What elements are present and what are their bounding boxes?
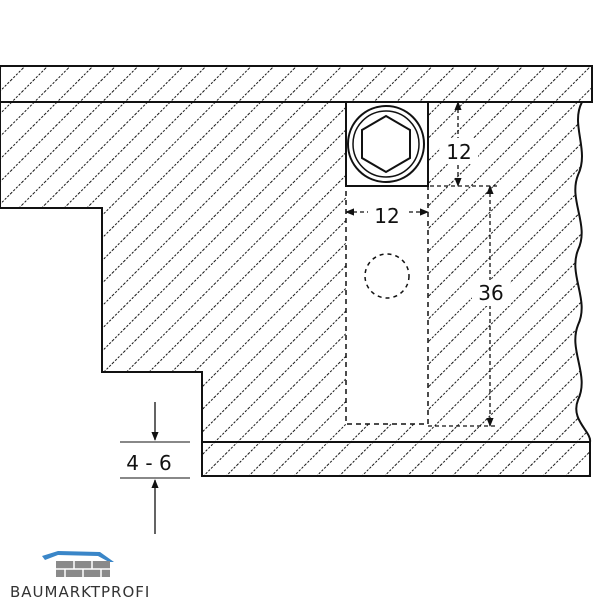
main-body (0, 101, 592, 443)
logo-text: BAUMARKTPROFI (10, 583, 150, 600)
dimension-bore-depth: 36 (428, 185, 510, 427)
dimension-bore-depth-label: 36 (478, 281, 503, 305)
top-board (0, 65, 593, 103)
dimension-bore-width: 12 (345, 202, 429, 228)
hex-socket-icon (361, 114, 411, 174)
logo-roof-icon (42, 551, 114, 562)
bottom-board (201, 441, 591, 477)
dimension-top-gap: 12 (430, 101, 500, 187)
connector-circle-dashed (364, 253, 410, 299)
dimension-groove-offset: 4 - 6 (120, 402, 190, 534)
dimension-bore-width-label: 12 (374, 204, 399, 228)
dimension-groove-offset-label: 4 - 6 (126, 451, 171, 475)
dimension-top-gap-label: 12 (446, 140, 471, 164)
baumarktprofi-logo: BAUMARKTPROFI (10, 551, 150, 600)
